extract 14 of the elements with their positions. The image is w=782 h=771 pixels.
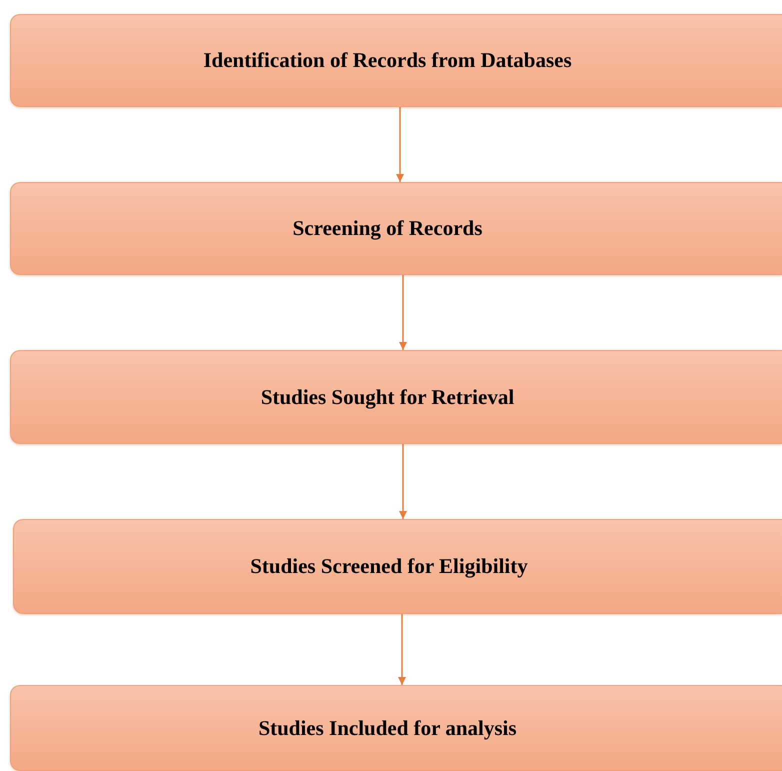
process-box [10, 14, 782, 107]
box-label: Studies Screened for Eligibility [250, 554, 528, 579]
process-box [10, 182, 782, 275]
arrow [399, 444, 407, 519]
box-label: Studies Sought for Retrieval [260, 384, 514, 410]
arrow [396, 107, 404, 182]
box-label: Studies Included for analysis [258, 716, 517, 740]
arrow [398, 614, 406, 685]
box-label: Identification of Records from Databases [203, 48, 572, 73]
process-box [13, 519, 782, 614]
box-label: Screening of Records [292, 216, 482, 241]
process-box [10, 350, 782, 444]
process-box [10, 685, 782, 771]
arrow [399, 275, 407, 350]
